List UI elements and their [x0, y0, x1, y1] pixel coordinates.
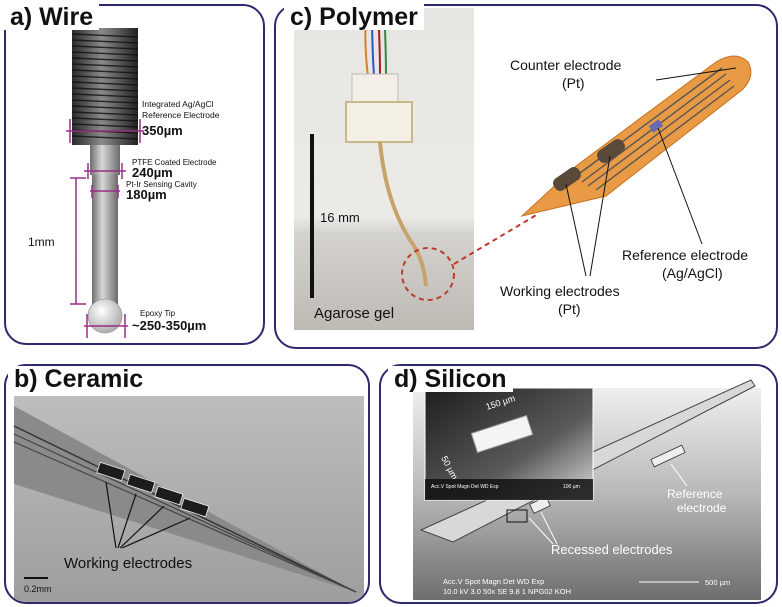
reference-coil — [72, 28, 138, 145]
working-electrode-2 — [597, 139, 625, 163]
silicon-reference-label-2: electrode — [677, 501, 727, 515]
sem-header: Acc.V Spot Magn Det WD Exp — [443, 577, 544, 586]
ref-label-2: Reference Electrode — [142, 110, 220, 120]
polymer-probe — [520, 55, 752, 217]
connector-base — [345, 101, 413, 143]
sem-scale: 500 µm — [705, 578, 730, 587]
recessed-label: Recessed electrodes — [551, 542, 673, 557]
ceramic-working-label: Working electrodes — [64, 555, 192, 572]
inset-cavity — [470, 414, 534, 454]
reference-electrode — [648, 119, 664, 133]
working-electrode-1 — [553, 167, 581, 191]
inset-scale: 100 µm — [563, 484, 580, 490]
ceramic-scale-label: 0.2mm — [24, 584, 52, 594]
ptfe-label: PTFE Coated Electrode — [132, 158, 217, 167]
cavity-label: Pt-Ir Sensing Cavity — [126, 180, 197, 189]
panel-ceramic: Working electrodes 0.2mm — [4, 364, 370, 604]
reference-label-1: Reference electrode — [622, 247, 748, 263]
epoxy-tip — [87, 298, 123, 334]
panel-title-polymer: c) Polymer — [284, 4, 424, 30]
counter-label-2: (Pt) — [562, 75, 585, 91]
panel-wire: Integrated Ag/AgCl Reference Electrode 3… — [4, 4, 265, 345]
sem-values: 10.0 kV 3.0 50x SE 9.8 1 NPG02 KOH — [443, 587, 571, 596]
panel-title-silicon: d) Silicon — [388, 366, 513, 392]
connector — [351, 73, 399, 103]
ceramic-figure: Working electrodes 0.2mm — [13, 396, 364, 602]
panel-polymer: 16 mm Agarose gel Counter electrode (Pt)… — [274, 4, 778, 349]
reference-label-2: (Ag/AgCl) — [662, 265, 723, 281]
working-label-1: Working electrodes — [500, 283, 620, 299]
wire-figure: Integrated Ag/AgCl Reference Electrode 3… — [28, 28, 220, 338]
gel-label: Agarose gel — [314, 305, 394, 322]
length-label: 1mm — [28, 235, 55, 249]
panel-title-ceramic: b) Ceramic — [8, 366, 150, 392]
silicon-figure: 150 µm 50 µm Acc.V Spot Magn Det WD Exp … — [413, 379, 761, 600]
zoom-circle — [401, 247, 455, 301]
ceramic-sites — [96, 461, 210, 518]
scale-label: 16 mm — [320, 210, 360, 225]
cavity-size: 180µm — [126, 187, 167, 202]
ref-label-1: Integrated Ag/AgCl — [142, 99, 213, 109]
ref-size: 350µm — [142, 123, 183, 138]
zoom-connector — [453, 213, 539, 265]
probe-strip — [378, 141, 428, 287]
counter-label-1: Counter electrode — [510, 57, 622, 73]
panel-title-wire: a) Wire — [4, 4, 100, 30]
inset-header: Acc.V Spot Magn Det WD Exp — [431, 484, 499, 490]
polymer-figure: 16 mm Agarose gel Counter electrode (Pt)… — [294, 7, 752, 330]
sensing-shaft — [92, 175, 118, 307]
ptfe-section — [90, 145, 120, 175]
silicon-reference-label-1: Reference — [667, 487, 723, 501]
panel-silicon: 150 µm 50 µm Acc.V Spot Magn Det WD Exp … — [379, 364, 778, 604]
tip-size: ~250-350µm — [132, 318, 206, 333]
tip-label: Epoxy Tip — [140, 309, 176, 318]
working-label-2: (Pt) — [558, 301, 581, 317]
ptfe-size: 240µm — [132, 165, 173, 180]
